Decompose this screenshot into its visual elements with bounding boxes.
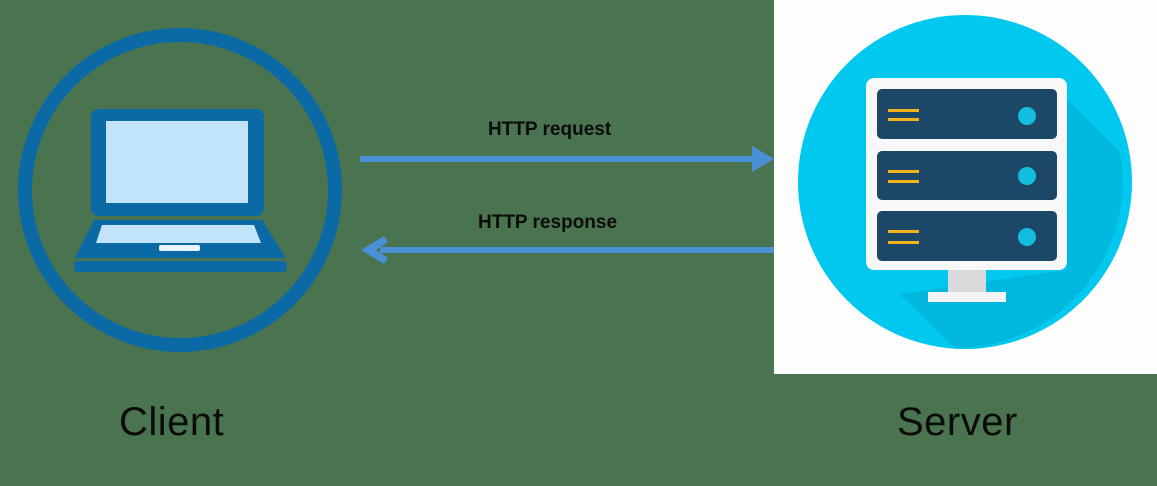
http-response-label: HTTP response: [478, 212, 618, 233]
server-icon: [798, 15, 1132, 349]
server-label: Server: [897, 400, 1018, 444]
client-label: Client: [119, 400, 225, 444]
http-request-arrow: [360, 146, 774, 172]
server-rack-2: [877, 151, 1057, 200]
http-request-label: HTTP request: [488, 119, 612, 140]
server-rack-3: [877, 211, 1057, 261]
laptop-icon: [74, 109, 287, 272]
server-rack-1: [877, 89, 1057, 139]
http-response-arrow: [361, 236, 774, 264]
